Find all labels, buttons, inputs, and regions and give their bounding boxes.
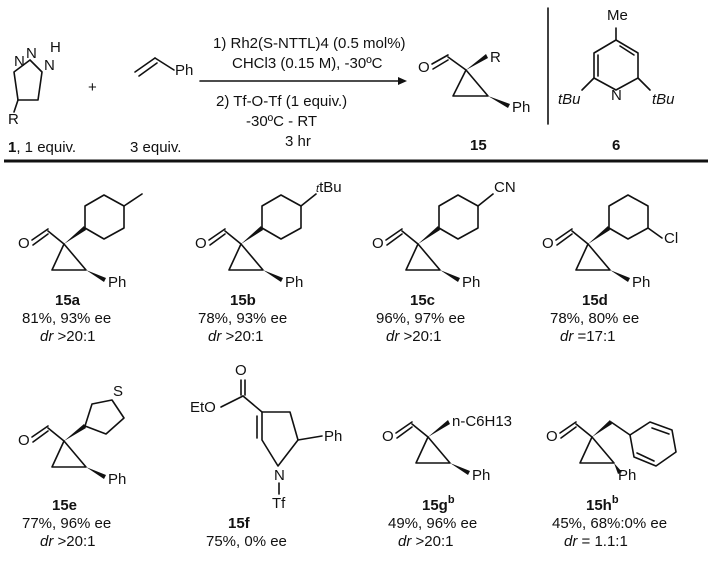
svg-text:Cl: Cl [664, 230, 678, 247]
product-15b-structure: O ttBu Ph [195, 179, 342, 291]
product-15-label: 15 [470, 137, 487, 154]
svg-text:O: O [546, 428, 558, 445]
triazole-r: R [8, 111, 19, 128]
product-15f-yield: 75%, 0% ee [206, 533, 287, 550]
reactant2-caption: 3 equiv. [130, 139, 181, 156]
triazole-structure: N N N H R [8, 39, 61, 128]
product-15f-structure: O EtO Ph N Tf [190, 362, 342, 512]
svg-text:Ph: Ph [285, 274, 303, 291]
product-15g-yield: 49%, 96% ee [388, 515, 477, 532]
styrene-ph: Ph [175, 62, 193, 79]
svg-text:Ph: Ph [462, 274, 480, 291]
svg-text:R: R [490, 49, 501, 66]
product-15e-structure: O S Ph [18, 383, 126, 488]
svg-text:tBu: tBu [558, 91, 581, 108]
svg-text:O: O [542, 235, 554, 252]
svg-text:Ph: Ph [618, 467, 636, 484]
base-6-label: 6 [612, 137, 620, 154]
product-15h-label: 15hb [586, 494, 619, 514]
product-15-structure: O R Ph [418, 49, 530, 116]
svg-text:S: S [113, 383, 123, 400]
svg-text:Ph: Ph [472, 467, 490, 484]
conditions-step2-line3: 3 hr [285, 133, 311, 150]
product-15e-yield: 77%, 96% ee [22, 515, 111, 532]
svg-text:Tf: Tf [272, 495, 286, 512]
conditions-step2-line1: 2) Tf-O-Tf (1 equiv.) [216, 93, 347, 110]
svg-text:Ph: Ph [632, 274, 650, 291]
product-15d-label: 15d [582, 292, 608, 309]
svg-text:O: O [372, 235, 384, 252]
product-15a-structure: O Ph [18, 193, 143, 291]
conditions-step2-line2: -30ºC - RT [246, 113, 317, 130]
svg-text:n-C6H13: n-C6H13 [452, 413, 512, 430]
svg-text:tBu: tBu [652, 91, 675, 108]
product-15c-dr: dr >20:1 [386, 328, 441, 345]
triazole-n3: N [44, 57, 55, 74]
product-15c-structure: O CN Ph [372, 179, 516, 291]
svg-text:CN: CN [494, 179, 516, 196]
triazole-h: H [50, 39, 61, 56]
svg-text:O: O [418, 59, 430, 76]
plus-sign: + [88, 79, 97, 96]
triazole-n1: N [14, 53, 25, 70]
product-15g-label: 15gb [422, 494, 455, 514]
svg-text:N: N [274, 467, 285, 484]
arrow-head [398, 77, 407, 85]
svg-text:O: O [235, 362, 247, 379]
svg-text:O: O [195, 235, 207, 252]
product-15e-label: 15e [52, 497, 77, 514]
svg-text:EtO: EtO [190, 399, 216, 416]
product-15b-label: 15b [230, 292, 256, 309]
conditions-step1-line2: CHCl3 (0.15 M), -30ºC [232, 55, 383, 72]
product-15a-dr: dr >20:1 [40, 328, 95, 345]
product-15e-dr: dr >20:1 [40, 533, 95, 550]
svg-text:N: N [611, 87, 622, 104]
product-15d-dr: dr =17:1 [560, 328, 615, 345]
product-15d-structure: O Cl Ph [542, 194, 678, 291]
conditions-step1-line1: 1) Rh2(S-NTTL)4 (0.5 mol%) [213, 35, 406, 52]
product-15c-yield: 96%, 97% ee [376, 310, 465, 327]
svg-text:Ph: Ph [512, 99, 530, 116]
svg-text:Ph: Ph [108, 274, 126, 291]
triazole-n2: N [26, 45, 37, 62]
product-15g-structure: O n-C6H13 Ph [382, 413, 512, 484]
svg-text:O: O [18, 235, 30, 252]
styrene-structure: Ph [134, 57, 193, 79]
svg-text:O: O [18, 432, 30, 449]
product-15g-dr: dr >20:1 [398, 533, 453, 550]
product-15b-yield: 78%, 93% ee [198, 310, 287, 327]
product-15h-dr: dr = 1.1:1 [564, 533, 628, 550]
product-15a-yield: 81%, 93% ee [22, 310, 111, 327]
svg-text:Me: Me [607, 7, 628, 24]
product-15b-dr: dr >20:1 [208, 328, 263, 345]
base-6-structure: Me N tBu tBu [558, 7, 675, 108]
svg-text:O: O [382, 428, 394, 445]
product-15f-label: 15f [228, 515, 251, 532]
svg-text:Ph: Ph [324, 428, 342, 445]
product-15a-label: 15a [55, 292, 81, 309]
reactant1-caption: 1, 1 equiv. [8, 139, 76, 156]
product-15h-structure: O Ph [546, 420, 677, 484]
product-15h-yield: 45%, 68%:0% ee [552, 515, 667, 532]
product-15d-yield: 78%, 80% ee [550, 310, 639, 327]
svg-text:Ph: Ph [108, 471, 126, 488]
product-15c-label: 15c [410, 292, 435, 309]
svg-text:ttBu: ttBu [316, 179, 342, 196]
